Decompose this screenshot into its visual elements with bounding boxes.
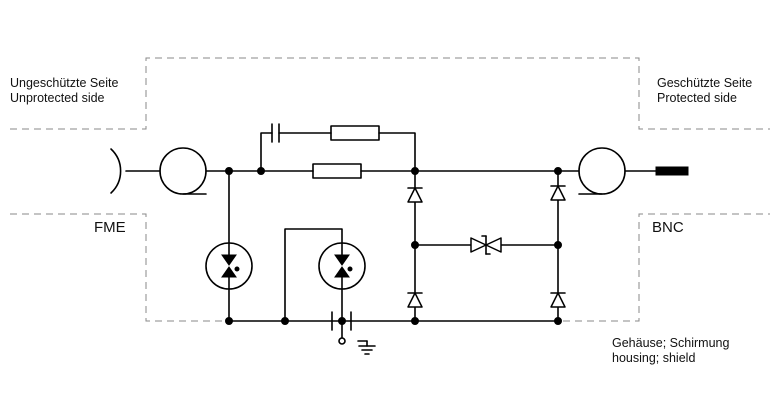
tvs-diode-left (470, 237, 487, 253)
junction-dot (411, 167, 419, 175)
junction-dot (554, 317, 562, 325)
tvs-diode-right (485, 237, 502, 253)
fme-coax-circle (159, 147, 207, 195)
unprotected-side-label-de: Ungeschützte Seite (10, 76, 119, 90)
gdt2-electrode-bottom (334, 266, 350, 278)
diode-4 (550, 292, 566, 308)
protected-side-label: Geschützte Seite Protected side (657, 76, 752, 106)
bypass-branch-right (378, 132, 416, 172)
junction-dot (281, 317, 289, 325)
gdt2-wire-top (284, 228, 343, 322)
gdt1-electrode-top (221, 254, 237, 266)
junction-dot (411, 241, 419, 249)
housing-shield-label: Gehäuse; Schirmung housing; shield (612, 336, 729, 366)
bnc-connector-stub (655, 166, 689, 176)
diode-triangles (407, 185, 566, 308)
junction-dot (225, 317, 233, 325)
diode-1 (407, 187, 423, 203)
diode-2 (407, 292, 423, 308)
fme-connector-label: FME (94, 219, 126, 236)
junction-dot (257, 167, 265, 175)
gdt1-gas-dot (234, 266, 240, 272)
junction-dot (554, 241, 562, 249)
circuit (110, 123, 657, 355)
unprotected-side-label-en: Unprotected side (10, 91, 105, 105)
gdt2-electrode-top (334, 254, 350, 266)
housing-shield-label-en: housing; shield (612, 351, 696, 365)
junction-dot (338, 317, 346, 325)
bypass-resistor (330, 125, 380, 141)
ground-terminal (338, 337, 346, 345)
gdt2-gas-dot (347, 266, 353, 272)
unprotected-side-label: Ungeschützte Seite Unprotected side (10, 76, 118, 106)
bnc-coax-circle (578, 147, 626, 195)
diode-3 (550, 185, 566, 201)
bnc-connector-label: BNC (652, 219, 684, 236)
housing-shield-label-de: Gehäuse; Schirmung (612, 336, 730, 350)
bypass-branch-left (260, 132, 273, 172)
gdt1-electrode-bottom (221, 266, 237, 278)
circuit-fills (221, 166, 689, 325)
fme-connector-symbol (110, 148, 122, 194)
housing-boundary (10, 57, 770, 322)
junction-dot (225, 167, 233, 175)
junction-dot (554, 167, 562, 175)
junction-dot (411, 317, 419, 325)
protected-side-label-en: Protected side (657, 91, 737, 105)
protected-side-label-de: Geschützte Seite (657, 76, 753, 90)
series-resistor (312, 163, 362, 179)
